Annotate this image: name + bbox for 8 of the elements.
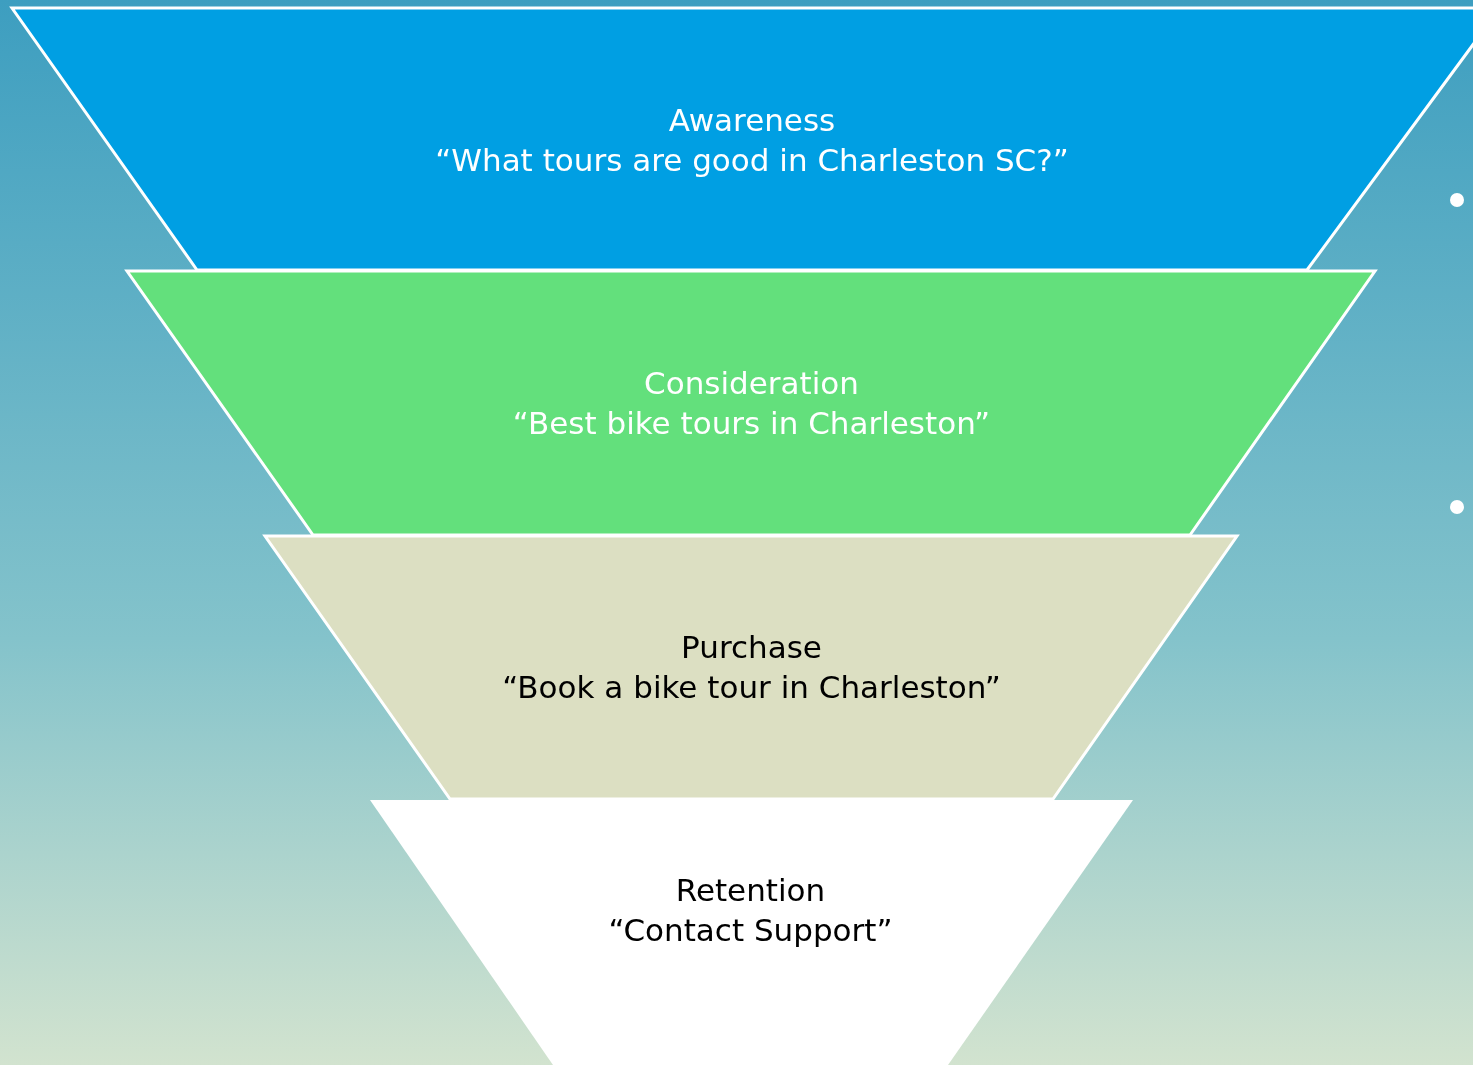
stage-title: Retention [675,871,826,910]
stage-title: Purchase [681,628,822,667]
stage-title: Consideration [644,364,859,403]
stage-quote: “Best bike tours in Charleston” [512,404,991,443]
stage-quote: “Contact Support” [608,911,893,950]
stage-title: Awareness [668,101,836,140]
stage-quote: “Book a bike tour in Charleston” [502,668,1001,707]
stage-quote: “What tours are good in Charleston SC?” [435,141,1069,180]
